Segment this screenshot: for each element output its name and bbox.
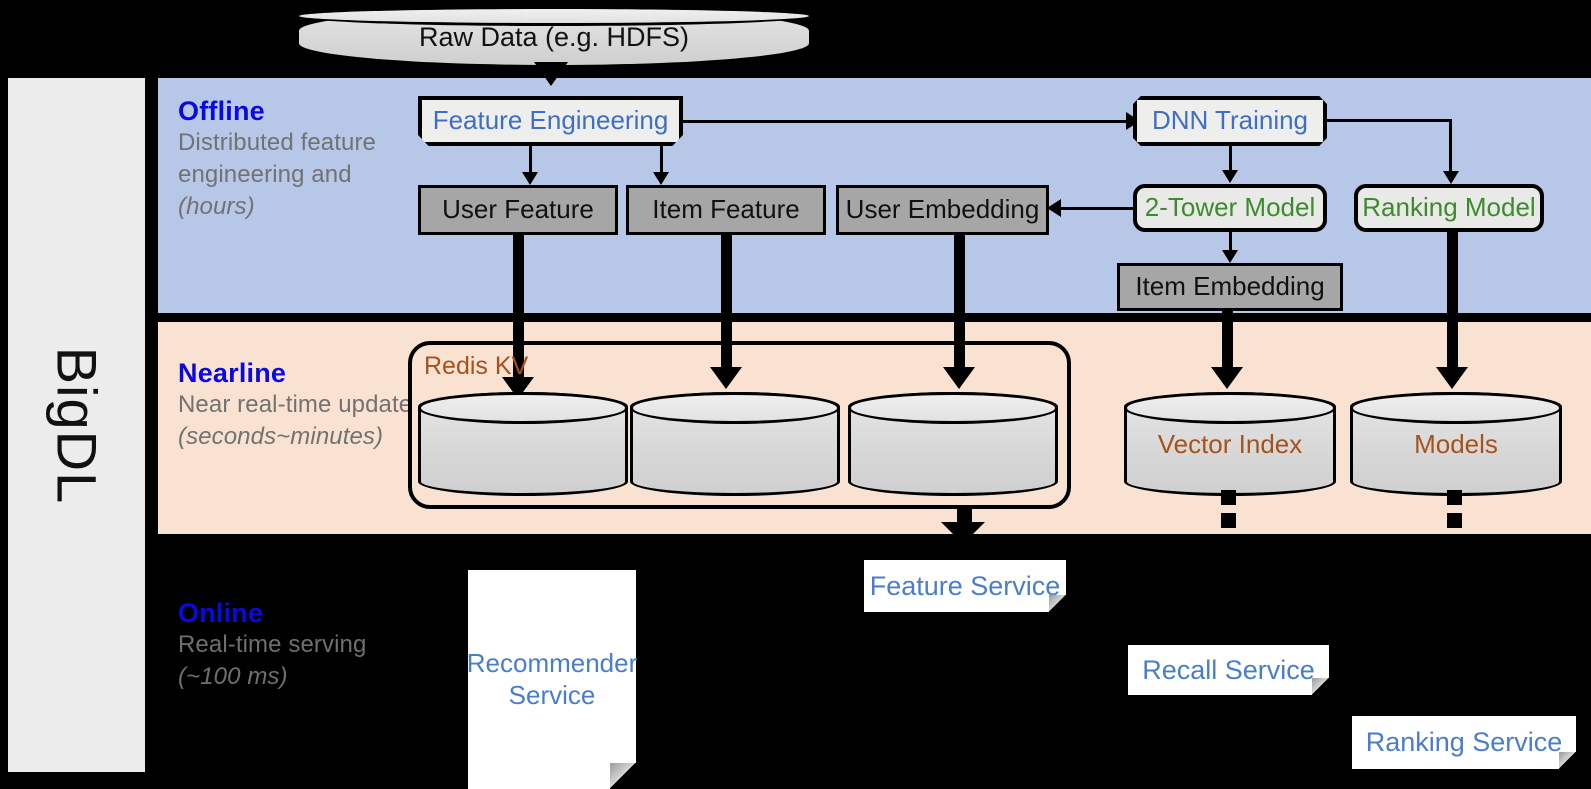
bigdl-side-rail: BigDL [8,78,145,772]
pipe-rankingmodel-models [1447,232,1458,377]
ranking-model-node[interactable]: Ranking Model [1354,184,1544,232]
ranking-service-node[interactable]: Ranking Service [1352,716,1576,769]
nearline-subtitle: Near real-time update (seconds~minutes) [178,391,413,450]
redis-cylinder-user-feature[interactable] [418,392,628,496]
connector-dnn-twotower [1229,146,1232,180]
user-feature-label: User Feature [442,194,594,225]
connector-dnn-ranking-v [1449,119,1452,181]
dnn-training-label: DNN Training [1151,105,1309,136]
offline-subtitle: Distributed feature engineering and (hou… [178,129,377,220]
connector-dnn-ranking-h [1327,119,1452,122]
arrow-twotower-itememb [1222,250,1238,263]
pipe-itememb-vectorindex [1222,311,1233,377]
nearline-caption: Nearline Near real-time update (seconds~… [178,358,418,453]
bigdl-label: BigDL [45,346,108,504]
arrow-dnn-twotower [1222,170,1238,183]
raw-data-label: Raw Data (e.g. HDFS) [418,21,690,52]
dash-featureservice-1 [957,508,972,522]
feature-service-node[interactable]: Feature Service [864,560,1066,612]
dnn-training-node[interactable]: DNN Training [1133,96,1327,146]
dash-vectorindex-2 [1221,513,1236,528]
recommender-service-node[interactable]: Recommender Service [466,570,638,789]
two-tower-model-node[interactable]: 2-Tower Model [1133,184,1327,232]
item-feature-store[interactable]: Item Feature [626,185,826,235]
feature-engineering-label: Feature Engineering [432,105,669,136]
offline-title: Offline [178,96,265,126]
arrow-rawdata-fe [534,62,568,86]
redis-kv-container [408,341,1071,509]
redis-cylinder-item-feature[interactable] [630,392,840,496]
vector-index-label: Vector Index [1157,428,1303,459]
recommender-service-label: Recommender Service [466,648,638,710]
recall-service-label: Recall Service [1142,654,1315,685]
pipe-itemfeature-redis [721,235,732,380]
item-embedding-store[interactable]: Item Embedding [1117,263,1343,311]
offline-caption: Offline Distributed feature engineering … [178,96,418,223]
online-subtitle: Real-time serving (~100 ms) [178,631,367,690]
connector-twotower-userembedding [1059,207,1135,210]
user-feature-store[interactable]: User Feature [418,185,618,235]
pipe-userfeature-redis [513,235,524,390]
ranking-model-label: Ranking Model [1362,192,1536,223]
ranking-service-label: Ranking Service [1365,727,1563,758]
online-caption: Online Real-time serving (~100 ms) [178,598,418,693]
arrow-userembedding-redis [943,367,975,389]
online-title: Online [178,598,264,628]
arrow-fe-itemfeature [653,172,669,185]
connector-twotower-itememb [1229,232,1232,260]
connector-fe-userfeature [529,146,532,182]
connector-fe-itemfeature [660,146,663,182]
vector-index-store[interactable]: Vector Index [1124,392,1336,496]
pipe-userembedding-redis [954,235,965,380]
redis-kv-label: Redis KV [424,352,529,380]
arrow-dnn-ranking [1443,171,1459,184]
item-embedding-label: Item Embedding [1135,271,1325,302]
redis-cylinder-user-embedding[interactable] [848,392,1058,496]
feature-service-label: Feature Service [869,570,1061,601]
feature-engineering-node[interactable]: Feature Engineering [418,96,683,146]
arrow-itemfeature-redis [710,367,742,389]
user-embedding-label: User Embedding [845,194,1040,225]
nearline-title: Nearline [178,358,287,388]
recall-service-node[interactable]: Recall Service [1128,645,1329,695]
user-embedding-store[interactable]: User Embedding [836,185,1049,235]
dash-models-2 [1447,513,1462,528]
connector-fe-dnn [683,120,1130,123]
arrow-twotower-userembedding [1047,199,1061,217]
dash-models-1 [1447,490,1462,505]
two-tower-model-label: 2-Tower Model [1144,192,1316,223]
dash-vectorindex-1 [1221,490,1236,505]
models-label: Models [1414,428,1498,459]
raw-data-store: Raw Data (e.g. HDFS) [296,6,812,68]
arrow-itememb-vectorindex [1211,367,1243,389]
arrow-redis-featureservice [941,522,985,544]
item-feature-label: Item Feature [652,194,800,225]
arrow-rankingmodel-models [1436,367,1468,389]
arrow-fe-userfeature [522,172,538,185]
models-store[interactable]: Models [1350,392,1562,496]
